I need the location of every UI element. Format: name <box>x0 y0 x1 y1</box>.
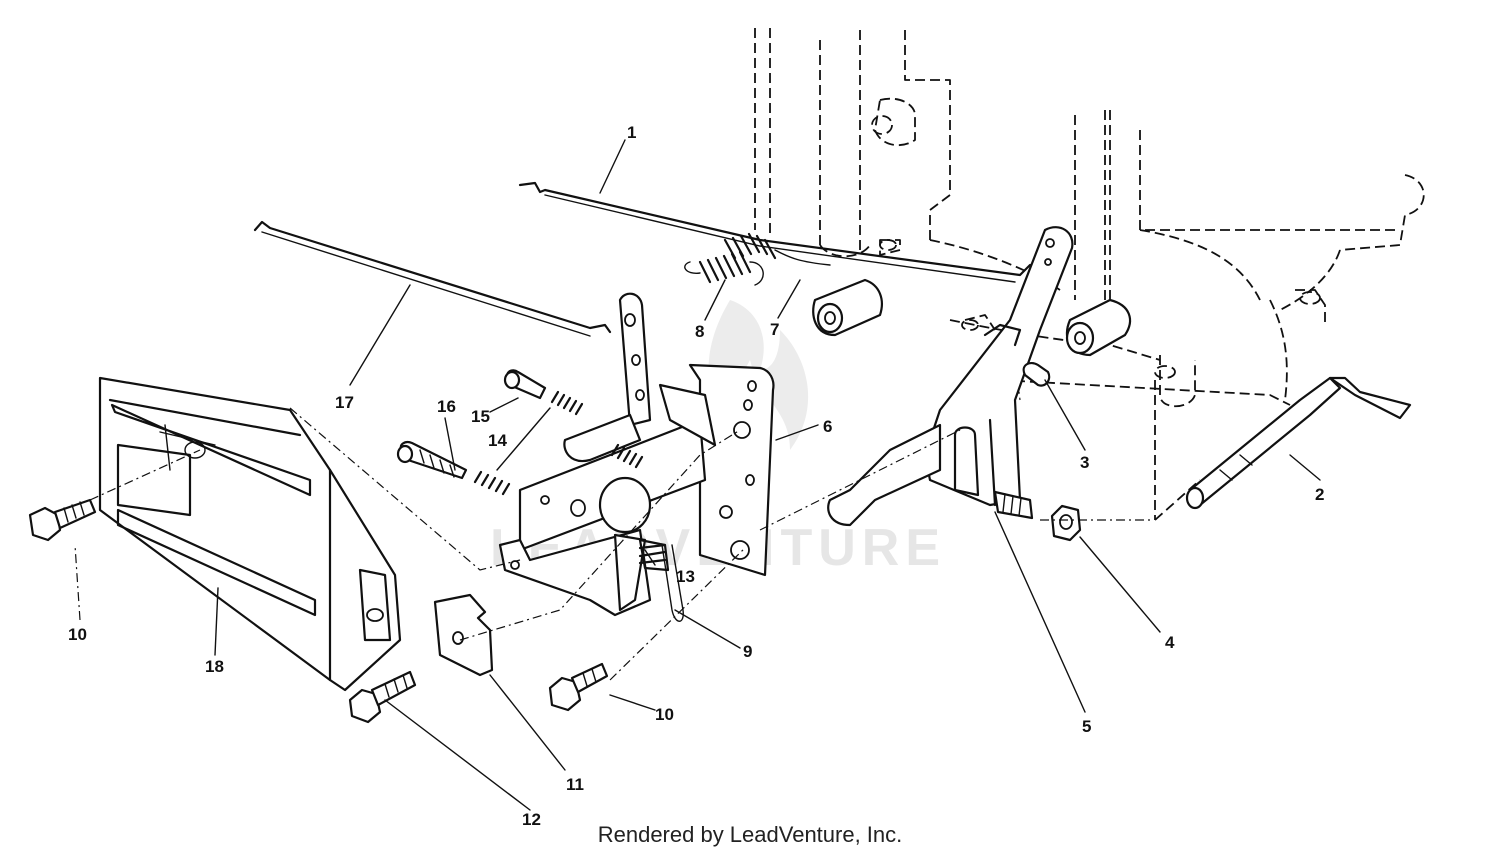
part-6-control-bracket <box>498 292 775 617</box>
callout-1: 1 <box>627 123 636 142</box>
callout-9: 9 <box>743 642 752 661</box>
callout-10-bottom: 10 <box>655 705 674 724</box>
part-5-governor-lever <box>827 226 1074 527</box>
callout-10-left: 10 <box>68 625 87 644</box>
engine-block-phantom <box>754 28 1425 521</box>
part-11-clip <box>433 593 494 677</box>
callout-3: 3 <box>1080 453 1089 472</box>
part-10-bolt-left <box>28 498 97 542</box>
callout-8: 8 <box>695 322 704 341</box>
part-9-link <box>661 544 684 622</box>
callout-2: 2 <box>1315 485 1324 504</box>
callout-7: 7 <box>770 320 779 339</box>
callout-4: 4 <box>1165 633 1175 652</box>
part-14-spring <box>473 390 644 496</box>
callout-6: 6 <box>823 417 832 436</box>
part-15-screw <box>503 369 547 400</box>
part-2-governor-shaft <box>1185 376 1412 510</box>
part-16-screw <box>396 441 468 480</box>
part-1-throttle-rod <box>518 181 1032 283</box>
callout-17: 17 <box>335 393 354 412</box>
part-10-bolt-bottom <box>548 662 609 712</box>
callout-13: 13 <box>676 567 695 586</box>
part-18-shield-plate <box>98 376 402 692</box>
part-4-nut <box>1050 504 1082 542</box>
leader-lines <box>74 139 1321 811</box>
credit-text: Rendered by LeadVenture, Inc. <box>597 822 903 847</box>
part-7-spring <box>723 232 831 266</box>
callouts: 1 2 3 4 5 6 7 8 9 10 10 11 12 13 14 15 1… <box>68 123 1324 829</box>
part-8-governor-spring <box>684 250 764 286</box>
part-17-choke-rod <box>253 220 612 337</box>
callout-11: 11 <box>566 775 584 794</box>
part-3-clip <box>1022 361 1051 387</box>
callout-14: 14 <box>488 431 507 450</box>
part-12-bolt <box>348 670 417 724</box>
callout-15: 15 <box>471 407 490 426</box>
callout-18: 18 <box>205 657 224 676</box>
callout-5: 5 <box>1082 717 1091 736</box>
block-boss <box>812 278 1132 357</box>
callout-16: 16 <box>437 397 456 416</box>
callout-12: 12 <box>522 810 541 829</box>
